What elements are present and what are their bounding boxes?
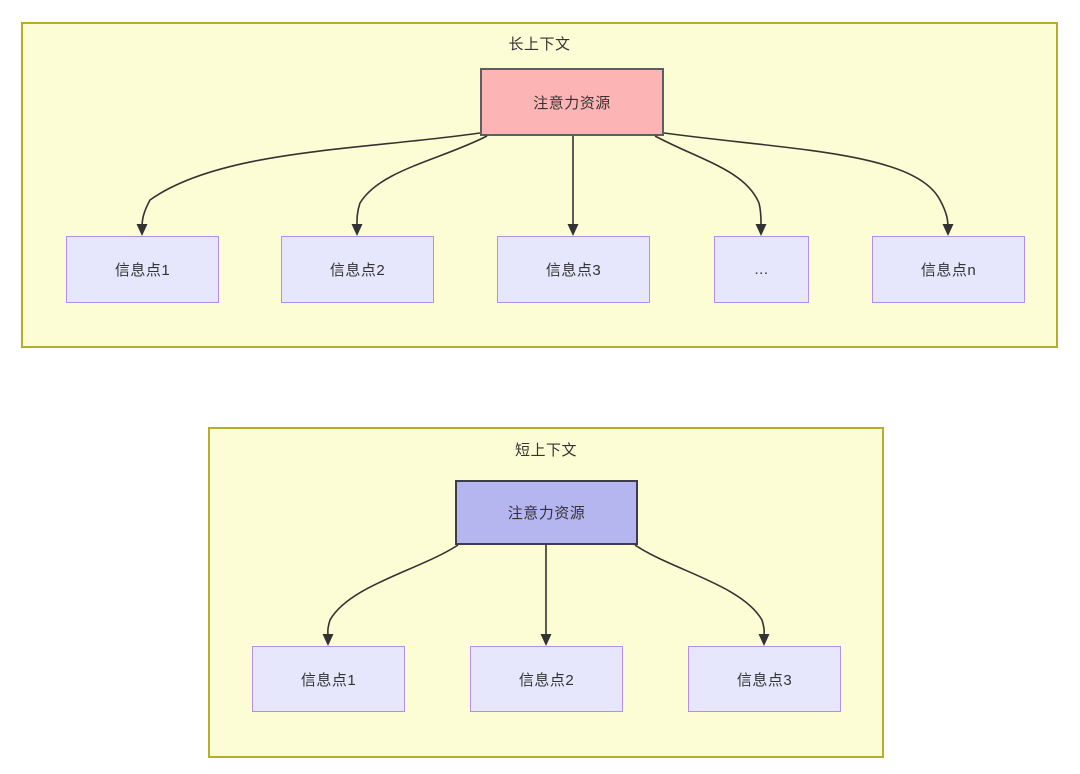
node-info-point-1-short[interactable]: 信息点1 (252, 646, 405, 712)
node-info-point-n-long[interactable]: 信息点n (872, 236, 1025, 303)
node-info-point-3-short[interactable]: 信息点3 (688, 646, 841, 712)
node-info-point-2-short[interactable]: 信息点2 (470, 646, 623, 712)
panel-long-context-title: 长上下文 (508, 36, 571, 53)
node-attention-resource-long[interactable]: 注意力资源 (480, 68, 664, 136)
panel-short-context-title: 短上下文 (514, 442, 577, 459)
node-info-point-2-long[interactable]: 信息点2 (281, 236, 434, 303)
node-info-point-3-long[interactable]: 信息点3 (497, 236, 650, 303)
node-info-point-1-long[interactable]: 信息点1 (66, 236, 219, 303)
node-info-point-ellipsis-long[interactable]: ... (714, 236, 809, 303)
node-attention-resource-short[interactable]: 注意力资源 (455, 480, 638, 545)
